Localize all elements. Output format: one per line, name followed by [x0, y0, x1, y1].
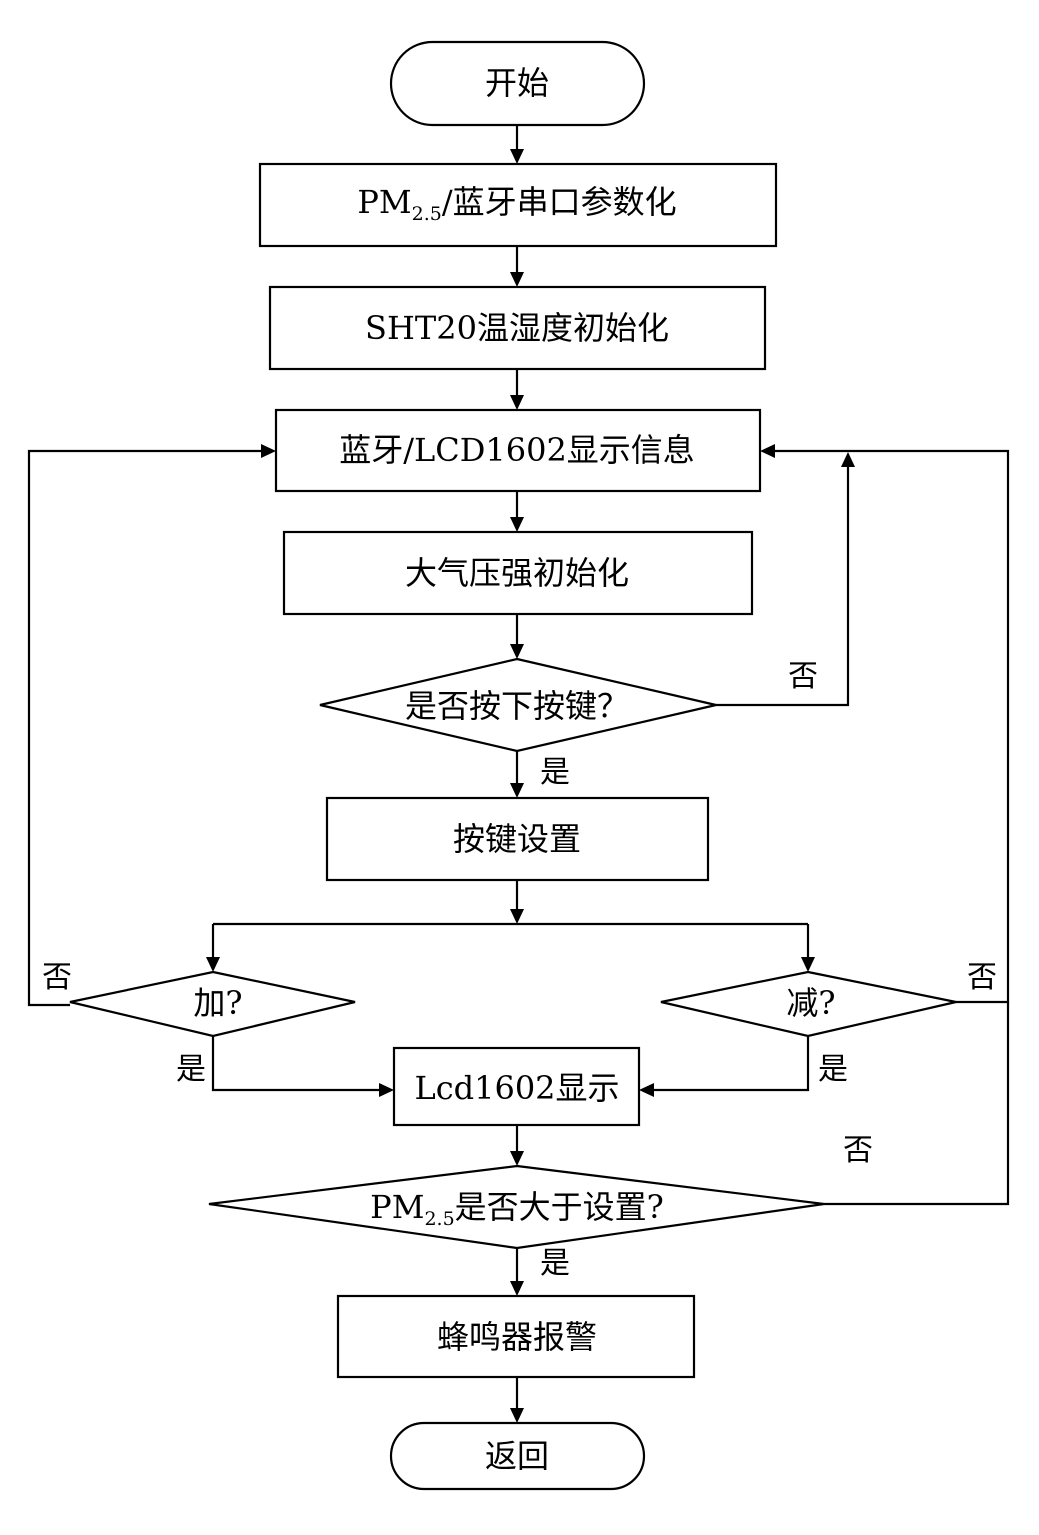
lcd-display-label: Lcd1602显示 [414, 1069, 620, 1107]
key-setting-label: 按键设置 [452, 820, 582, 858]
increase-no-loop [27, 444, 276, 1007]
increase-label: 加? [193, 984, 243, 1022]
increase-yes-label: 是 [176, 1052, 206, 1087]
key-no-loop [716, 452, 855, 707]
serial-init-rest: /蓝牙串口参数化 [441, 183, 677, 222]
decrease-no-label: 否 [967, 960, 997, 995]
sht20-init-box [268, 285, 767, 371]
increase-yes-path [211, 1036, 394, 1097]
key-no-label: 否 [788, 659, 818, 694]
serial-init-subscript: 2.5 [411, 202, 442, 225]
decrease-label: 减? [786, 984, 836, 1022]
serial-init-box [258, 162, 778, 248]
buzzer-alarm-label: 蜂鸣器报警 [436, 1318, 598, 1356]
increase-no-label: 否 [42, 960, 72, 995]
pm-compare-pm: PM [370, 1188, 425, 1227]
main-connectors [510, 125, 524, 1423]
serial-init-label: PM2.5/蓝牙串口参数化 [357, 186, 676, 224]
serial-init-pm: PM [357, 183, 412, 222]
key-pressed-label: 是否按下按键？ [404, 687, 630, 725]
display-info-box [274, 408, 762, 493]
split-connectors [206, 922, 815, 972]
lcd-display-box [392, 1046, 641, 1127]
decrease-yes-path [639, 1036, 810, 1097]
pm-compare-subscript: 2.5 [424, 1207, 455, 1230]
pm-compare-label: PM2.5是否大于设置? [370, 1191, 664, 1229]
pressure-init-label: 大气压强初始化 [404, 554, 630, 592]
decrease-no-loop [760, 444, 1010, 1206]
key-setting-box [325, 796, 710, 882]
return-terminal [389, 1421, 646, 1491]
compare-yes-label: 是 [540, 1246, 570, 1281]
buzzer-alarm-box [336, 1294, 696, 1379]
pm-compare-rest: 是否大于设置? [454, 1188, 664, 1227]
return-label: 返回 [484, 1437, 550, 1475]
key-yes-label: 是 [540, 755, 570, 790]
start-label: 开始 [484, 64, 550, 102]
sht20-init-label: SHT20温湿度初始化 [365, 309, 669, 347]
display-info-label: 蓝牙/LCD1602显示信息 [339, 431, 695, 469]
decrease-yes-label: 是 [818, 1052, 848, 1087]
compare-no-label: 否 [843, 1133, 873, 1168]
